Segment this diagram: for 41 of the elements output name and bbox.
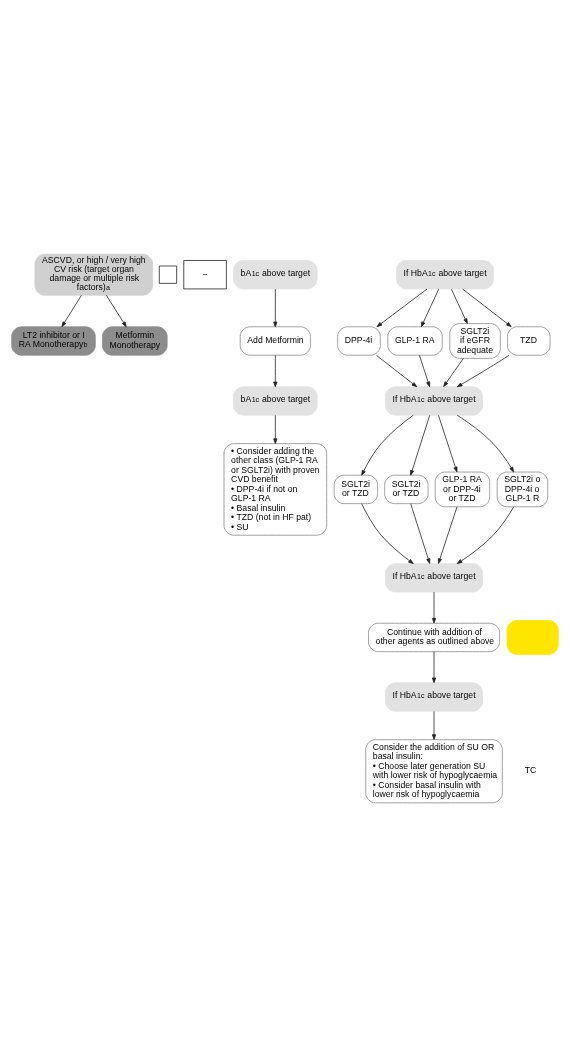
- arrow: [273, 354, 278, 388]
- arrow: [376, 354, 418, 388]
- node-box: • Consider adding the other class (GLP-1 RA or SGLT2i) with proven CVD benefit • DPP-4i if not on GLP-1 RA • Basal insulin • TZD (not in HF pat) • SU: [223, 443, 328, 536]
- arrow: [420, 288, 440, 328]
- arrow: [61, 294, 82, 328]
- arrow: [451, 288, 468, 324]
- arrow: [376, 288, 428, 328]
- node-box: SGLT2i or TZD: [384, 474, 429, 505]
- arrow: [431, 711, 437, 740]
- node-box: −: [183, 260, 227, 290]
- arrow: [273, 288, 278, 328]
- arrow: [273, 414, 278, 444]
- arrow: [438, 414, 458, 473]
- node-box: DPP-4i: [337, 326, 381, 356]
- node-box: TZD: [507, 326, 551, 356]
- arrow: [443, 358, 464, 387]
- node-box: [158, 265, 178, 284]
- arrow: [431, 651, 437, 684]
- label: TC: [524, 765, 537, 776]
- node-box: Metformin Monotherapy: [102, 326, 168, 356]
- arrow: [419, 354, 431, 388]
- arrow: [456, 354, 510, 388]
- node-box: Consider the addition of SU OR basal insulin: • Choose later generation SU with lower risk of hypoglycaemia • Consider basal insulin with lower risk of hypoglycaemia: [365, 739, 503, 804]
- arrow: [410, 503, 431, 564]
- node-box: Add Metformin: [239, 326, 311, 356]
- arrow: [410, 414, 431, 476]
- node-box: SGLT2i o DPP-4i o GLP-1 R: [496, 471, 549, 508]
- arrow: [361, 414, 414, 476]
- node-box: SGLT2i if eGFR adequate: [449, 323, 501, 359]
- node-box: GLP-1 RA or DPP-4i or TZD: [434, 471, 491, 508]
- arrow: [456, 506, 515, 564]
- arrow: [105, 294, 127, 328]
- arrow: [437, 506, 458, 564]
- arrow: [462, 288, 512, 328]
- node-box: [506, 620, 559, 655]
- arrow: [431, 591, 437, 624]
- arrow: [361, 503, 414, 564]
- node-box: GLP-1 RA: [387, 326, 443, 356]
- node-box: Continue with addition of other agents as outlined above: [368, 622, 500, 653]
- node-box: SGLT2i or TZD: [333, 474, 378, 505]
- arrow: [456, 414, 515, 473]
